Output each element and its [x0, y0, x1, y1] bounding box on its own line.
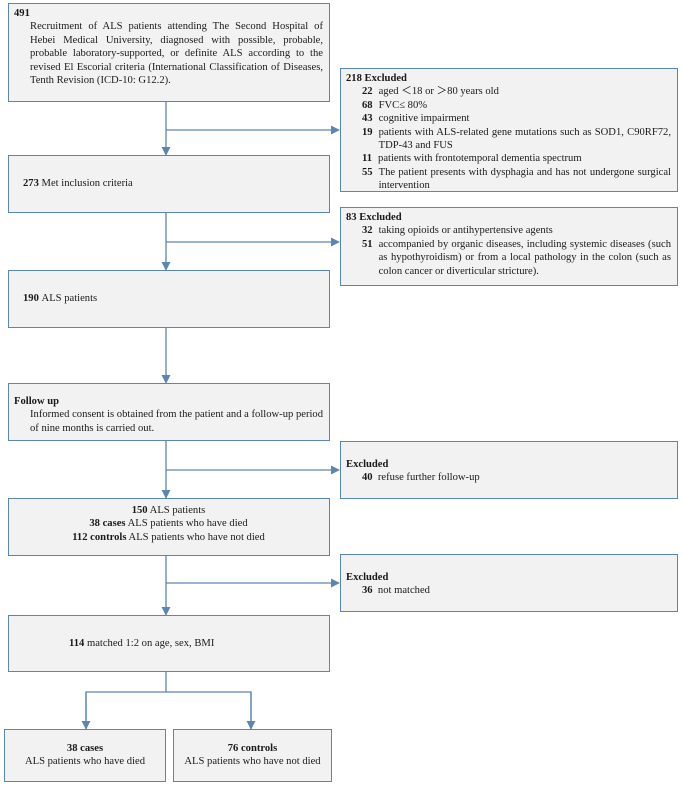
als-150-text: ALS patients: [149, 505, 206, 516]
als-190-box: 190 ALS patients: [8, 270, 330, 328]
als-150-count: 150: [131, 505, 148, 516]
excluded-item-text: cognitive impairment: [378, 113, 470, 125]
split-connector-right: [166, 691, 252, 729]
als-150-box: 150 ALS patients 38 cases ALS patients w…: [8, 498, 330, 556]
excluded-item-text: aged ＜18 or ＞80 years old: [378, 86, 499, 98]
als-150-line-1: 150 ALS patients: [14, 504, 323, 517]
excluded-1-header: 218 Excluded: [346, 72, 671, 85]
excluded-item-text: patients with frontotemporal dementia sp…: [378, 153, 582, 165]
excluded-3-title: Excluded: [346, 459, 389, 470]
inclusion-text: Met inclusion criteria: [41, 178, 133, 190]
excluded-box-3: Excluded 40 refuse further follow-up: [340, 441, 678, 499]
als-150-line-3: 112 controls ALS patients who have not d…: [14, 531, 323, 544]
split-connector: [85, 672, 167, 729]
excluded-2-title: Excluded: [359, 212, 402, 223]
excluded-item-text: patients with ALS-related gene mutations…: [378, 126, 671, 152]
excluded-2-list: 32 taking opioids or antihypertensive age…: [346, 224, 671, 278]
als-150-cases: 38 cases: [89, 518, 126, 530]
inclusion-count: 273: [23, 178, 39, 190]
excluded-item-count: 55: [362, 166, 373, 178]
cases-count: 38 cases: [66, 743, 104, 754]
follow-up-title: Follow up: [14, 396, 60, 407]
excluded-4-text: not matched: [377, 585, 430, 597]
excluded-item: 11 patients with frontotemporal dementia …: [346, 152, 671, 165]
cases-text: ALS patients who have died: [24, 756, 146, 768]
excluded-2-header: 83 Excluded: [346, 211, 671, 224]
als-150-controls: 112 controls: [72, 531, 127, 543]
inclusion-box: 273 Met inclusion criteria: [8, 155, 330, 213]
excluded-item-count: 11: [362, 153, 373, 165]
excluded-item-text: taking opioids or antihypertensive agent…: [378, 225, 553, 237]
recruitment-text: Recruitment of ALS patients attending Th…: [30, 21, 323, 87]
als-150-line-2: 38 cases ALS patients who have died: [14, 517, 323, 530]
als-190-count: 190: [23, 293, 39, 305]
excluded-2-count: 83: [346, 212, 357, 223]
excluded-1-title: Excluded: [364, 73, 407, 84]
excluded-item-count: 22: [362, 86, 373, 98]
excluded-item-text: accompanied by organic diseases, includi…: [378, 238, 671, 277]
als-150-cases-text: ALS patients who have died: [127, 518, 248, 530]
follow-up-text: Informed consent is obtained from the pa…: [30, 409, 324, 434]
excluded-3-count: 40: [362, 472, 373, 484]
excluded-item-count: 43: [362, 113, 373, 125]
cases-box: 38 cases ALS patients who have died: [4, 729, 166, 782]
recruitment-box: 491 Recruitment of ALS patients attendin…: [8, 3, 330, 102]
excluded-box-4: Excluded 36 not matched: [340, 554, 678, 612]
excluded-item-count: 51: [362, 238, 373, 250]
excluded-item: 32 taking opioids or antihypertensive age…: [346, 224, 671, 237]
controls-box: 76 controls ALS patients who have not di…: [173, 729, 332, 782]
excluded-item: 55 The patient presents with dysphagia an…: [346, 166, 671, 193]
follow-up-box: Follow up Informed consent is obtained f…: [8, 383, 330, 441]
excluded-item-text: FVC≤ 80%: [378, 99, 428, 111]
als-190-text: ALS patients: [41, 293, 98, 305]
als-150-controls-text: ALS patients who have not died: [128, 531, 265, 543]
excluded-3-text: refuse further follow-up: [377, 472, 480, 484]
excluded-item-count: 32: [362, 225, 373, 237]
excluded-item-count: 68: [362, 99, 373, 111]
excluded-item: 43 cognitive impairment: [346, 112, 671, 125]
excluded-box-1: 218 Excluded 22 aged ＜18 or ＞80 years old…: [340, 68, 678, 192]
excluded-item-text: The patient presents with dysphagia and …: [378, 166, 671, 192]
excluded-item: 19 patients with ALS-related gene mutatio…: [346, 126, 671, 153]
controls-count: 76 controls: [227, 743, 278, 754]
excluded-4-count: 36: [362, 585, 373, 597]
excluded-item: 51 accompanied by organic diseases, inclu…: [346, 238, 671, 278]
excluded-4-title: Excluded: [346, 572, 389, 583]
excluded-item-count: 19: [362, 126, 373, 138]
excluded-box-2: 83 Excluded 32 taking opioids or antihype…: [340, 207, 678, 286]
matched-count: 114: [69, 637, 85, 649]
recruitment-count: 491: [14, 8, 30, 19]
matched-box: 114 matched 1:2 on age, sex, BMI: [8, 615, 330, 672]
excluded-item: 68 FVC≤ 80%: [346, 99, 671, 112]
excluded-1-count: 218: [346, 73, 362, 84]
excluded-item: 22 aged ＜18 or ＞80 years old: [346, 85, 671, 98]
controls-text: ALS patients who have not died: [184, 756, 321, 768]
matched-text: matched 1:2 on age, sex, BMI: [86, 637, 215, 649]
excluded-1-list: 22 aged ＜18 or ＞80 years old 68 FVC≤ 80% 43 c…: [346, 85, 671, 192]
